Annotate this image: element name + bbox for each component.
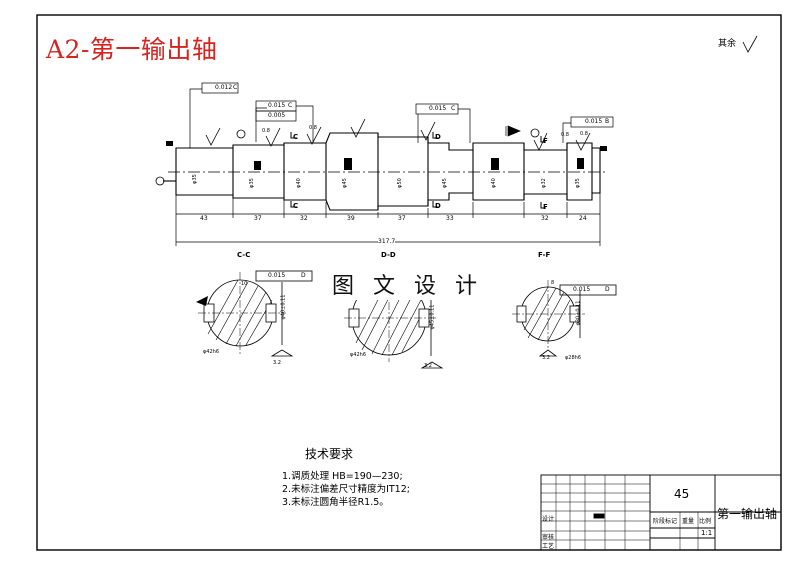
dia-dim-1: φ35 (191, 174, 198, 184)
label-design: 设计 (542, 516, 555, 523)
sec-tol-ref-1: D (301, 272, 306, 279)
shaft-outline (163, 132, 606, 211)
tol-ref-1: C (233, 84, 238, 91)
tol-frame-3 (255, 110, 297, 122)
dia-dim-2: φ35 (248, 178, 255, 188)
len-dim-1: 43 (200, 215, 208, 222)
ff-width-dim: 8 (551, 280, 555, 286)
sheet-border (36, 14, 782, 551)
len-dim-5: 37 (398, 215, 406, 222)
tech-req-item: 1.调质处理 HB=190—230; (282, 471, 403, 482)
section-label-ff: F-F (538, 251, 551, 259)
len-dim-6: 33 (446, 215, 454, 222)
tol-ref-5: B (605, 118, 610, 125)
tol-ref-4: C (451, 105, 456, 112)
tol-frame-4 (415, 103, 459, 115)
cut-label-c-bottom: C (293, 202, 299, 210)
tol-value-5: 0.015 (585, 118, 603, 125)
cut-label-d-bottom: D (435, 202, 441, 210)
sec-tol-value-1: 0.015 (268, 272, 286, 279)
part-name: 第一输出轴 (717, 507, 778, 521)
roughness-symbols (205, 35, 758, 151)
material-value: 45 (674, 487, 690, 501)
cc-height-dim: φ40±0.11 (280, 294, 287, 320)
cut-label-c-top: C (293, 133, 299, 141)
ff-roughness: 3.2 (542, 355, 550, 361)
len-dim-4: 39 (347, 215, 355, 222)
dia-dim-7: φ40 (490, 178, 497, 188)
sec-tol-value-2: 0.015 (573, 286, 591, 293)
label-process: 工艺 (542, 543, 555, 550)
section-cc (196, 270, 313, 357)
tech-req-heading: 技术要求 (305, 447, 354, 461)
tol-frame-5 (570, 116, 614, 128)
tech-req-item: 3.未标注圆角半径R1.5。 (282, 497, 389, 508)
drawing-title: A2-第一输出轴 (46, 35, 218, 64)
len-dim-7: 32 (541, 215, 549, 222)
label-stage-mark: 阶段标记 (653, 518, 678, 525)
label-weight: 重量 (682, 518, 695, 525)
len-dim-3: 32 (300, 215, 308, 222)
tol-value-1: 0.012 (215, 84, 233, 91)
len-dim-2: 37 (254, 215, 262, 222)
sec-tol-ref-2: D (605, 286, 610, 293)
scale-value: 1:1 (701, 529, 713, 537)
tol-ref-2: C (288, 102, 293, 109)
dd-height-dim: φ45±0.11 (429, 304, 436, 330)
dd-roughness: 3.2 (424, 363, 432, 369)
dd-key-dim: φ42h6 (350, 352, 367, 358)
ff-key-dim: φ28h6 (565, 355, 582, 361)
section-ff (512, 280, 617, 357)
roughness-value-3: 0.8 (561, 132, 569, 138)
roughness-value-2: 0.8 (309, 125, 317, 131)
total-length-dim: 317.7 (378, 238, 396, 245)
section-label-cc: C-C (237, 251, 251, 259)
dia-dim-3: φ40 (295, 178, 302, 188)
dia-dim-5: φ50 (396, 178, 403, 188)
cc-width-dim: 10 (241, 281, 248, 287)
dia-dim-9: φ35 (574, 178, 581, 188)
title-block (540, 474, 782, 551)
len-dim-8: 24 (579, 215, 587, 222)
watermark: 图 文 设 计 (328, 268, 487, 300)
tol-value-4: 0.015 (429, 105, 447, 112)
keyway-marks (166, 141, 607, 170)
roughness-value-1: 0.8 (262, 128, 270, 134)
dia-dim-4: φ45 (341, 178, 348, 188)
rest-roughness-label: 其余 (718, 39, 737, 49)
cut-label-f-bottom: F (543, 203, 548, 211)
section-markers (155, 128, 546, 209)
cut-label-d-top: D (435, 133, 441, 141)
label-review: 审核 (542, 534, 555, 541)
section-label-dd: D-D (381, 251, 396, 259)
tolerance-leaders (189, 82, 614, 148)
roughness-value-4: 0.8 (580, 131, 588, 137)
cc-key-dim: φ42h6 (203, 349, 220, 355)
tol-value-2: 0.015 (268, 102, 286, 109)
tol-frame-1 (201, 82, 239, 94)
tech-req-item: 2.未标注偏差尺寸精度为IT12; (282, 484, 410, 495)
dia-dim-6: φ45 (441, 178, 448, 188)
label-scale: 比例 (699, 518, 712, 525)
cut-label-f-top: F (543, 137, 548, 145)
ff-height-dim: φ30±0.11 (575, 300, 582, 326)
tol-value-3: 0.005 (268, 112, 286, 119)
cc-roughness: 3.2 (273, 360, 281, 366)
dia-dim-8: φ32 (540, 178, 547, 188)
